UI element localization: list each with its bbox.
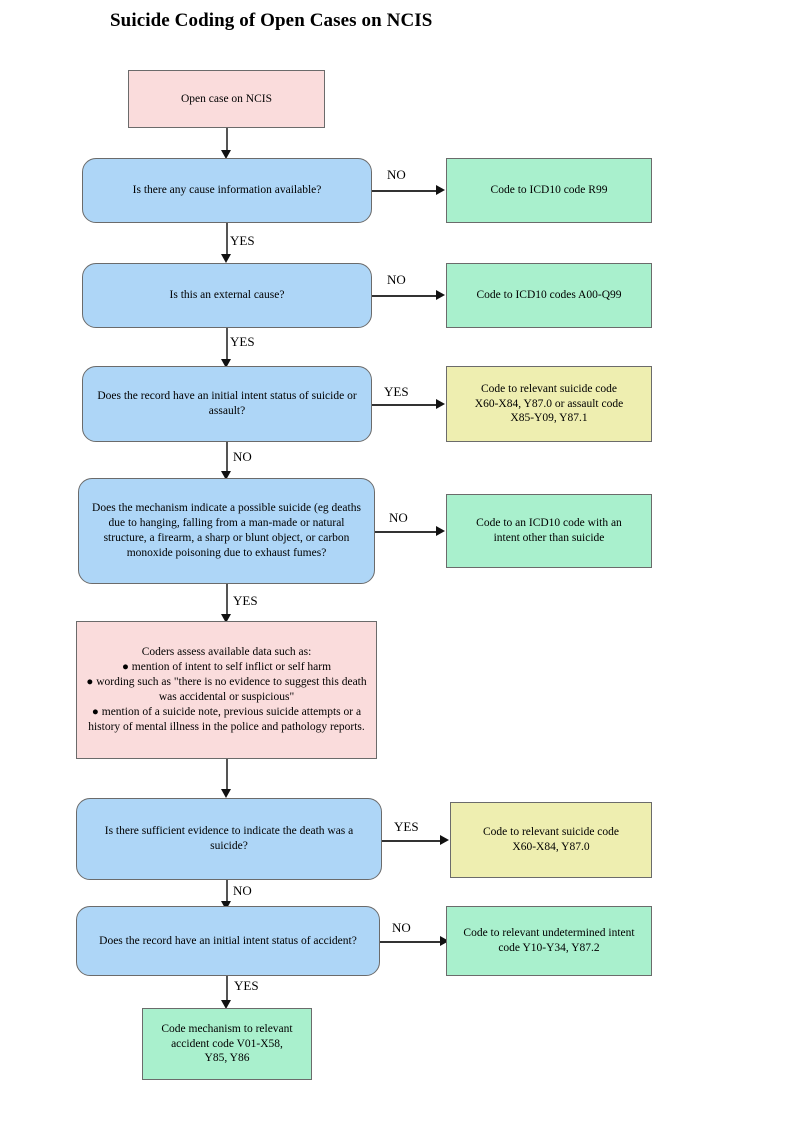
node-outcome-other-intent-line2: intent other than suicide [493,532,605,544]
node-decision-sufficient-evidence-label: Is there sufficient evidence to indicate… [104,825,354,852]
node-outcome-accident-codes: Code mechanism to relevant accident code… [142,1008,312,1080]
connector-d2-no [372,295,438,297]
node-coders-assess: Coders assess available data such as: ● … [76,621,377,759]
node-decision-mechanism-possible-suicide: Does the mechanism indicate a possible s… [78,478,375,584]
arrowhead-d4-yes [221,614,231,623]
node-decision-cause-info: Is there any cause information available… [82,158,372,223]
connector-d3-no [226,442,228,473]
node-decision-external-cause-label: Is this an external cause? [169,289,285,302]
node-decision-intent-accident-label: Does the record have an initial intent s… [99,934,357,947]
node-outcome-accident-codes-line2: accident code V01-X58, [171,1037,283,1050]
node-open-case: Open case on NCIS [128,70,325,128]
node-decision-external-cause: Is this an external cause? [82,263,372,328]
node-outcome-accident-codes-line1: Code mechanism to relevant [161,1022,293,1035]
connector-d6-no [380,941,442,943]
arrowhead-d6-yes [221,1000,231,1009]
node-outcome-undetermined-intent-line2: code Y10-Y34, Y87.2 [498,942,600,954]
node-decision-mechanism-possible-suicide-label: Does the mechanism indicate a possible s… [92,502,361,559]
edge-label-d6-yes: YES [234,978,259,993]
node-outcome-undetermined-intent-line1: Code to relevant undetermined intent [463,927,635,940]
node-outcome-suicide-codes-line2: X60-X84, Y87.0 [512,841,590,853]
arrowhead-d3-yes [436,399,445,409]
connector-d5-yes [382,840,442,842]
connector-d5-no [226,880,228,904]
node-outcome-other-intent: Code to an ICD10 code with an intent oth… [446,494,652,568]
arrowhead-d5-no [221,901,231,910]
edge-label-d4-yes: YES [233,593,258,608]
edge-label-d3-yes: YES [384,384,409,399]
connector-d1-yes [226,223,228,256]
connector-d2-yes [226,328,228,361]
edge-label-d3-no: NO [233,449,252,464]
node-coders-assess-heading: Coders assess available data such as: [141,646,312,659]
arrowhead-d1-no [436,185,445,195]
node-open-case-label: Open case on NCIS [180,92,273,105]
node-outcome-suicide-or-assault-codes: Code to relevant suicide code X60-X84, Y… [446,366,652,442]
node-coders-assess-bullet-1: ● mention of intent to self inflict or s… [122,661,331,673]
node-outcome-other-intent-line1: Code to an ICD10 code with an [476,517,622,530]
node-decision-sufficient-evidence: Is there sufficient evidence to indicate… [76,798,382,880]
connector-d4-yes [226,584,228,616]
node-outcome-suicide-codes-line1: Code to relevant suicide code [482,826,620,839]
node-outcome-r99: Code to ICD10 code R99 [446,158,652,223]
connector-d6-yes [226,976,228,1002]
connector-d3-yes [372,404,438,406]
arrowhead-d1-yes [221,254,231,263]
arrowhead-d4-no [436,526,445,536]
arrowhead-d3-no [221,471,231,480]
page-title: Suicide Coding of Open Cases on NCIS [110,10,433,31]
edge-label-d1-no: NO [387,167,406,182]
node-coders-assess-bullet-2-text: wording such as "there is no evidence to… [96,676,367,703]
node-coders-assess-bullet-3-text: mention of a suicide note, previous suic… [88,705,365,733]
edge-label-d4-no: NO [389,510,408,525]
arrowhead-d6-no [440,936,449,946]
connector-assess-to-d5 [226,759,228,791]
arrowhead-start-to-d1 [221,150,231,159]
arrowhead-assess-to-d5 [221,789,231,798]
node-decision-intent-suicide-assault-label: Does the record have an initial intent s… [97,390,357,417]
node-outcome-a00-q99-label: Code to ICD10 codes A00-Q99 [476,289,622,302]
arrowhead-d2-no [436,290,445,300]
node-outcome-suicide-codes: Code to relevant suicide code X60-X84, Y… [450,802,652,878]
bullet-glyph-icon: ● [86,676,94,689]
edge-label-d2-yes: YES [230,334,255,349]
arrowhead-d5-yes [440,835,449,845]
edge-label-d5-no: NO [233,883,252,898]
node-outcome-undetermined-intent: Code to relevant undetermined intent cod… [446,906,652,976]
node-decision-intent-accident: Does the record have an initial intent s… [76,906,380,976]
connector-d1-no [372,190,438,192]
node-outcome-accident-codes-line3: Y85, Y86 [204,1052,250,1065]
node-outcome-suicide-or-assault-codes-line3: X85-Y09, Y87.1 [510,412,588,425]
node-outcome-suicide-or-assault-codes-line1: Code to relevant suicide code [480,382,618,395]
node-outcome-r99-label: Code to ICD10 code R99 [490,184,608,197]
edge-label-d1-yes: YES [230,233,255,248]
edge-label-d5-yes: YES [394,819,419,834]
edge-label-d6-no: NO [392,920,411,935]
bullet-glyph-icon: ● [121,661,129,674]
node-decision-intent-suicide-assault: Does the record have an initial intent s… [82,366,372,442]
connector-start-to-d1 [226,128,228,153]
node-coders-assess-bullet-2: ● wording such as "there is no evidence … [86,676,366,703]
node-decision-cause-info-label: Is there any cause information available… [132,184,322,197]
node-coders-assess-bullet-1-text: mention of intent to self inflict or sel… [131,661,332,674]
connector-d4-no [375,531,438,533]
edge-label-d2-no: NO [387,272,406,287]
node-outcome-suicide-or-assault-codes-line2: X60-X84, Y87.0 or assault code [474,397,624,410]
node-outcome-a00-q99: Code to ICD10 codes A00-Q99 [446,263,652,328]
node-coders-assess-bullet-3: ● mention of a suicide note, previous su… [88,706,365,733]
bullet-glyph-icon: ● [91,705,99,718]
arrowhead-d2-yes [221,359,231,368]
